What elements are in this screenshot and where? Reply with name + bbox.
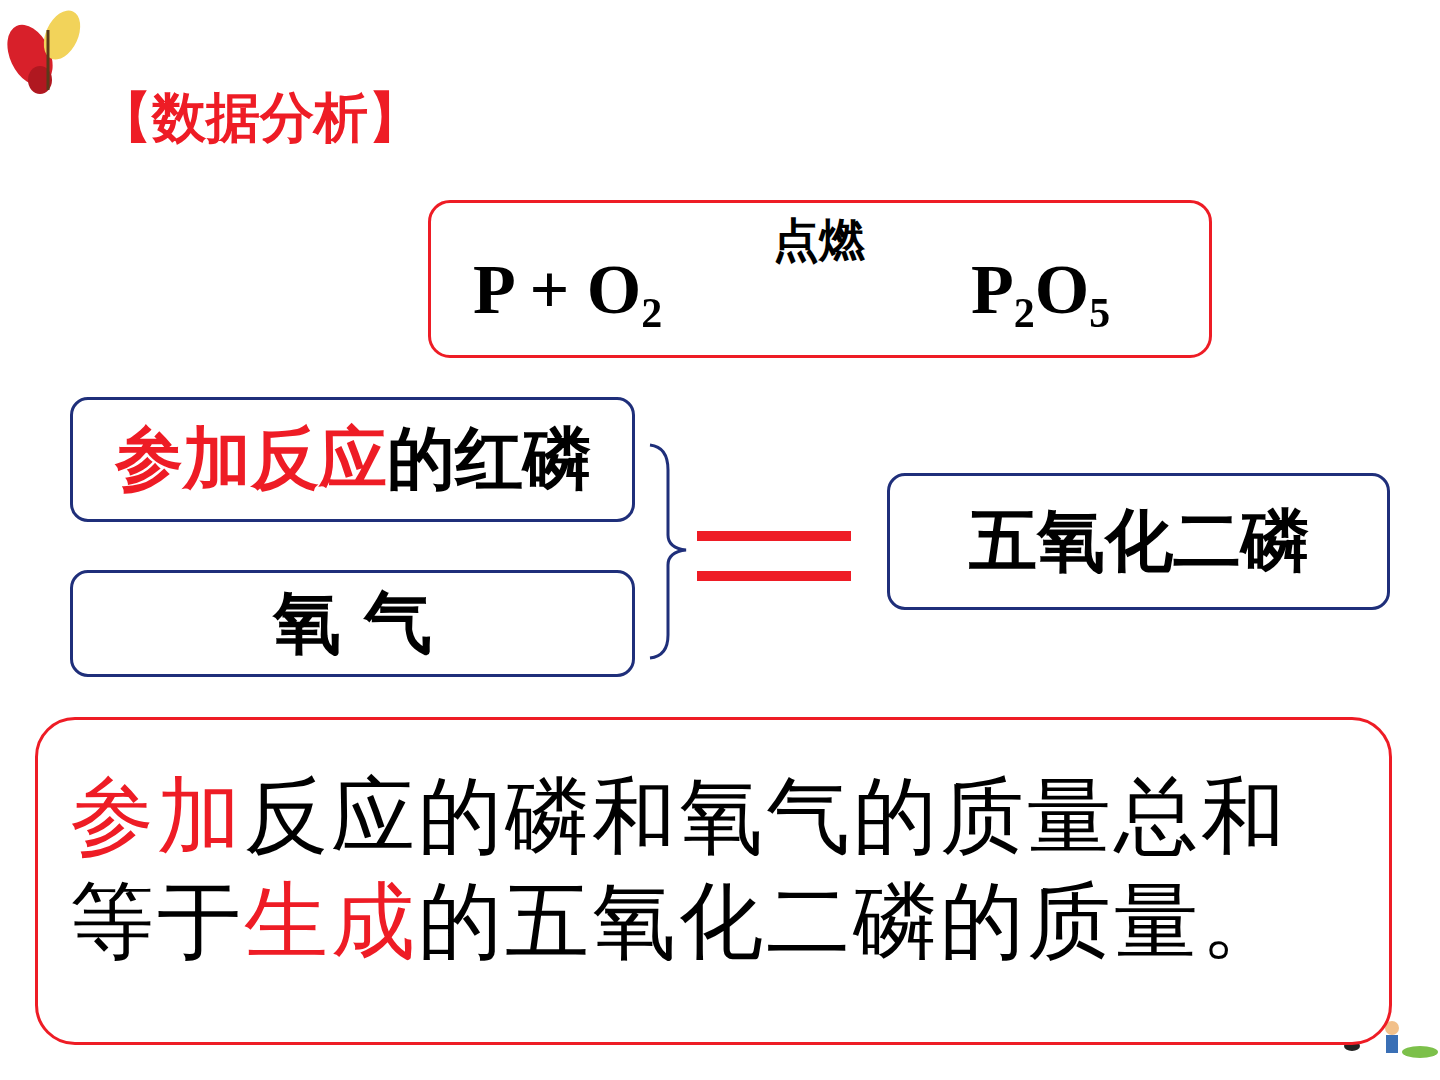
reactant-box: 氧 气 [70,570,635,677]
reactants: P + O₂ [473,251,662,328]
box-label: 参加反应 [115,419,387,498]
conclusion-text: 参加 [70,767,244,865]
reactant-box: 参加反应的红磷 [70,397,635,522]
conclusion-paragraph: 参加反应的磷和氧气的质量总和等于生成的五氧化二磷的质量。 [70,764,1310,974]
equals-bar [697,531,851,541]
butterfly-icon [0,5,87,94]
box-label: 氧 气 [273,583,433,662]
equation-box: P + O₂ 点燃 P₂O₅ [428,200,1212,358]
conclusion-text: 的五氧化二磷的质量。 [418,872,1288,970]
brace [650,445,686,658]
box-label: 五氧化二磷 [969,501,1309,580]
slide-title: 【数据分析】 [98,82,422,155]
product-formula: P₂O₅ [971,251,1110,328]
equals-bar [697,571,851,581]
label-line: 氧 气 [273,578,433,669]
label-line: 参加反应的红磷 [115,414,591,505]
conclusion-box: 参加反应的磷和氧气的质量总和等于生成的五氧化二磷的质量。 [35,717,1392,1045]
condition: 点燃 [773,215,865,266]
box-label: 的红磷 [387,419,591,498]
product-box: 五氧化二磷 [887,473,1390,610]
conclusion-text: 生成 [244,872,418,970]
label-line: 五氧化二磷 [969,496,1309,587]
